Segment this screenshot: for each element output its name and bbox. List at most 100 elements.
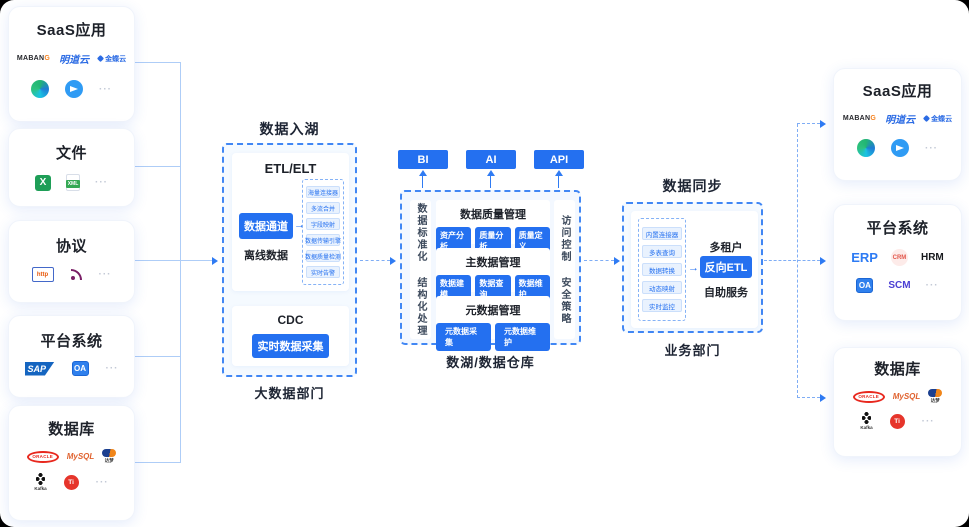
ellipsis-icon: ··· <box>925 142 938 154</box>
xml-file-icon: XML <box>65 174 81 191</box>
sync-section-box: 内置连接器 多表查询 数据转换 动态映射 实时监控 → 多租户 反向ETL 自助… <box>622 202 763 333</box>
target-card-platforms: 平台系统 ERP CRM HRM OA SCM ··· <box>833 204 962 321</box>
module-title: 数据质量管理 <box>460 209 526 221</box>
kingdee-icon <box>923 114 931 123</box>
connector-line <box>135 356 181 357</box>
paper-plane-app-icon <box>891 139 909 157</box>
ai-arrow-stem <box>490 173 491 188</box>
cdc-card: CDC 实时数据采集 <box>232 306 349 366</box>
ellipsis-icon: ··· <box>98 269 112 280</box>
etl-feature-chip: 实时告警 <box>306 266 340 278</box>
ellipsis-icon: ··· <box>925 280 939 291</box>
oracle-logo: ORACLE <box>852 390 885 403</box>
bi-arrow-stem <box>422 173 423 188</box>
rss-icon <box>69 267 84 282</box>
module-button: 元数据采集 <box>436 323 491 351</box>
sap-logo: SAP <box>24 361 55 376</box>
kingdee-icon <box>97 54 105 63</box>
etl-title: ETL/ELT <box>264 161 317 176</box>
source-card-files: 文件 X XML ··· <box>8 128 135 207</box>
kafka-icon <box>35 473 45 485</box>
sync-footer-label: 业务部门 <box>664 343 721 358</box>
module-title: 主数据管理 <box>465 257 521 269</box>
offline-data-label: 离线数据 <box>244 250 288 262</box>
module-title: 元数据管理 <box>465 305 521 317</box>
dameng-icon <box>102 449 117 457</box>
tidb-icon: Ti <box>889 413 905 429</box>
ingest-footer-label: 大数据部门 <box>254 386 325 401</box>
mysql-logo: MySQL <box>66 452 95 461</box>
ingest-to-governance-arrowhead <box>390 257 396 265</box>
ellipsis-icon: ··· <box>95 476 109 488</box>
card-title: SaaS应用 <box>36 22 107 39</box>
etl-feature-chip: 数据质量检测 <box>305 250 341 262</box>
module-metadata: 元数据管理 元数据采集 元数据维护 <box>436 296 550 351</box>
scm-logo: SCM <box>888 280 911 291</box>
rail-label: 结构化处理 <box>415 276 426 337</box>
target-bus-line <box>797 124 798 398</box>
kafka-icon <box>861 412 871 424</box>
governance-to-sync-line <box>584 260 614 261</box>
card-title: 协议 <box>55 238 87 255</box>
excel-file-icon: X <box>35 174 51 191</box>
etl-feature-list: 海量连接器 多流合并 字段映射 数据传输引擎 数据质量检测 实时告警 <box>302 179 344 285</box>
self-service-label: 自助服务 <box>704 287 748 299</box>
dameng-icon <box>928 389 943 397</box>
ingest-section-box: ETL/ELT 数据通道 离线数据 → 海量连接器 多流合并 字段映射 数据传输… <box>222 143 357 377</box>
api-output-box: API <box>534 150 584 169</box>
dameng-logo: 达梦 <box>928 389 943 404</box>
ai-output-box: AI <box>466 150 516 169</box>
wecom-icon <box>857 139 875 157</box>
mingdaoyun-logo: 明道云 <box>885 115 916 126</box>
right-arrow-icon: → <box>294 219 305 231</box>
api-arrowhead <box>555 170 563 176</box>
source-bus-line <box>180 63 181 463</box>
source-card-databases: 数据库 ORACLE MySQL 达梦 Kafka Ti ··· <box>8 405 135 521</box>
governance-to-sync-arrowhead <box>614 257 620 265</box>
connector-line <box>135 62 181 63</box>
reverse-etl-button: 反向ETL <box>700 256 752 278</box>
oa-system-icon: OA <box>71 361 89 376</box>
ai-arrowhead <box>487 170 495 176</box>
card-title: 数据库 <box>48 421 95 438</box>
kafka-logo: Kafka <box>860 412 873 430</box>
sources-to-ingest-arrowhead <box>212 257 218 265</box>
connector-line <box>797 397 820 398</box>
sync-feature-chip: 内置连接器 <box>642 227 682 240</box>
oracle-logo: ORACLE <box>26 450 59 463</box>
data-channel-button: 数据通道 <box>239 213 293 239</box>
source-card-platforms: 平台系统 SAP OA ··· <box>8 315 135 398</box>
module-button: 元数据维护 <box>495 323 550 351</box>
connector-line <box>135 462 181 463</box>
ellipsis-icon: ··· <box>95 177 108 188</box>
hrm-logo: HRM <box>920 252 944 263</box>
right-arrow-icon: → <box>688 262 699 274</box>
governance-footer-label: 数湖/数据仓库 <box>446 355 535 370</box>
target-card-databases: 数据库 ORACLE MySQL 达梦 Kafka Ti ··· <box>833 347 962 457</box>
http-protocol-icon: http <box>31 267 54 282</box>
rail-label: 安全策略 <box>559 276 570 325</box>
erp-logo: ERP <box>851 250 878 265</box>
sources-to-ingest-line <box>181 260 212 261</box>
module-data-quality: 数据质量管理 资产分析 质量分析 质量定义 <box>436 200 550 255</box>
governance-section-box: 数据标准化 结构化处理 访问控制 安全策略 数据质量管理 资产分析 质量分析 质… <box>400 190 581 351</box>
kingdee-cloud-logo: 金蝶云 <box>97 54 126 64</box>
card-title: 数据库 <box>874 361 921 378</box>
right-rail-security: 访问控制 安全策略 <box>554 200 575 339</box>
api-arrow-stem <box>558 173 559 188</box>
card-title: 平台系统 <box>40 333 103 350</box>
bi-output-box: BI <box>398 150 448 169</box>
mysql-logo: MySQL <box>892 392 921 401</box>
etl-card: ETL/ELT 数据通道 离线数据 → 海量连接器 多流合并 字段映射 数据传输… <box>232 153 349 291</box>
card-title: 平台系统 <box>866 220 929 237</box>
ellipsis-icon: ··· <box>105 363 119 374</box>
sync-to-targets-line <box>764 260 820 261</box>
connector-line <box>135 166 181 167</box>
dameng-logo: 达梦 <box>102 449 117 464</box>
kingdee-cloud-logo: 金蝶云 <box>923 114 952 124</box>
rail-label: 访问控制 <box>559 214 570 263</box>
mingdaoyun-logo: 明道云 <box>59 55 90 66</box>
